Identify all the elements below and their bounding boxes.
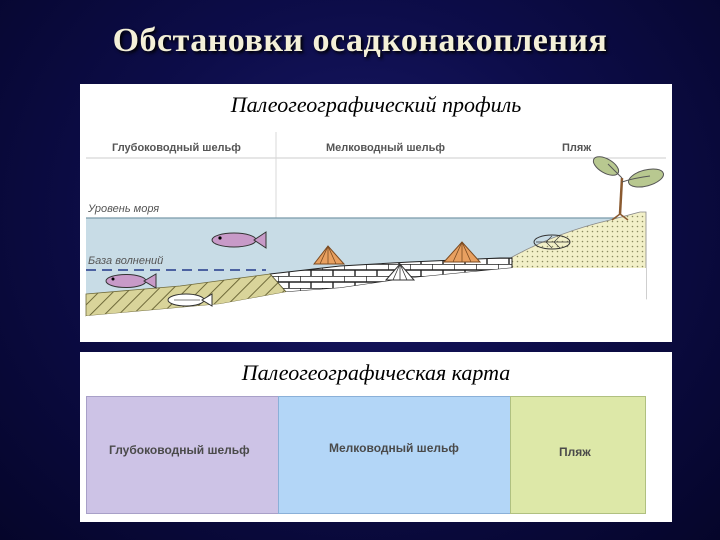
map-zone-shallow-shelf: Мелководный шельф [278, 396, 512, 514]
map-zone-label: Пляж [559, 445, 591, 459]
profile-zone-deep-shelf: Глубоководный шельф [112, 142, 241, 154]
shell-icon [442, 241, 482, 263]
map-heading: Палеогеографическая карта [241, 360, 511, 385]
profile-heading: Палеогеографический профиль [230, 92, 522, 117]
slide-title: Обстановки осадконакопления [112, 22, 608, 59]
map-zone-beach: Пляж [510, 396, 646, 514]
wave-base-label: База волнений [88, 255, 163, 267]
shell-icon [384, 263, 416, 281]
map-panel: Палеогеографическая карта Глубоководный … [80, 352, 672, 522]
sea-level-label: Уровень моря [87, 203, 159, 215]
fish-icon [105, 273, 157, 289]
seafloor-base [86, 268, 646, 342]
fish-icon [211, 231, 267, 249]
fish-fossil-icon [167, 293, 213, 307]
map-zone-label: Глубоководный шельф [109, 443, 250, 457]
profile-zone-beach: Пляж [562, 142, 591, 154]
profile-zone-shallow-shelf: Мелководный шельф [326, 142, 445, 154]
shell-icon [312, 245, 346, 265]
leaf-fossil-icon [533, 234, 571, 250]
map-zone-deep-shelf: Глубоководный шельф [86, 396, 280, 514]
profile-diagram: Глубоководный шельф Мелководный шельф Пл… [85, 132, 666, 342]
profile-panel: Палеогеографический профиль Глубоково [80, 84, 672, 342]
plant-icon [592, 156, 665, 221]
map-zone-label: Мелководный шельф [329, 441, 459, 455]
